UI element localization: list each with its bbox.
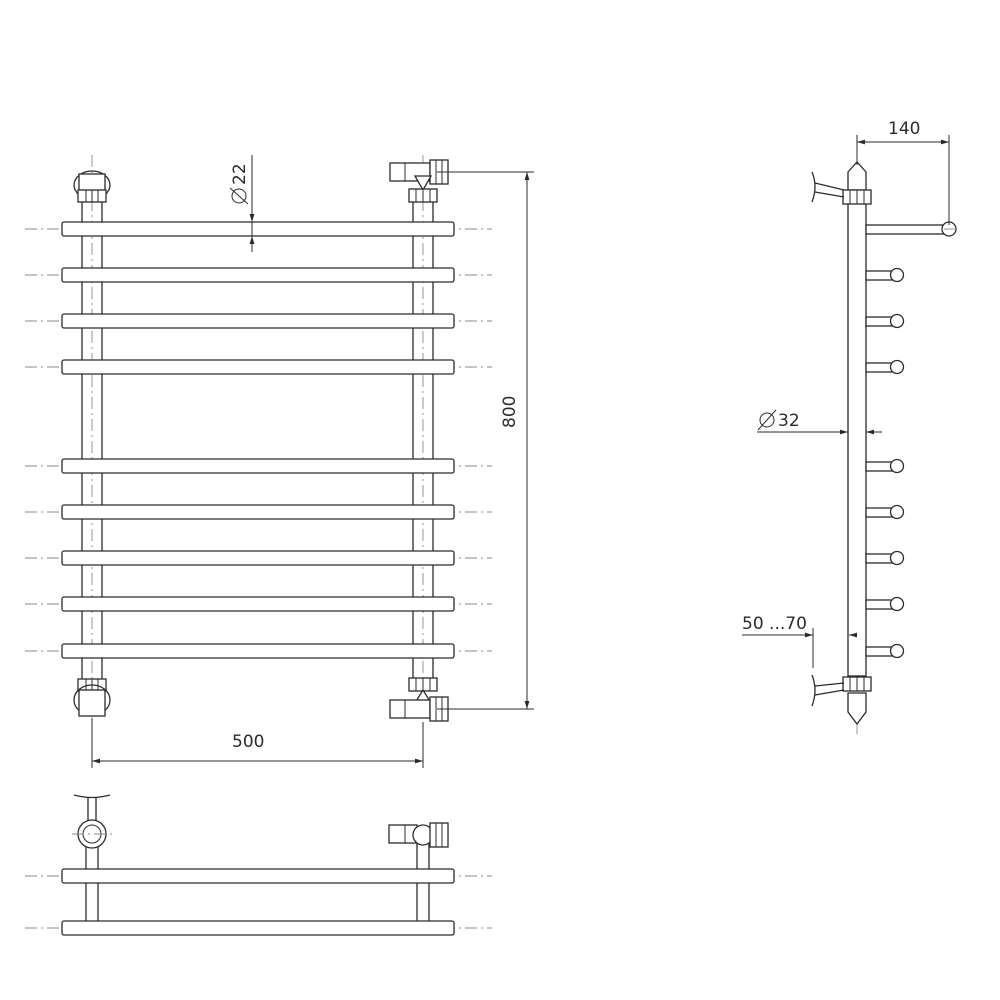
top-view-valve — [388, 822, 449, 848]
depth-label: 140 — [888, 119, 920, 139]
dimension-width: 500 — [91, 718, 424, 768]
front-view: 22 800 500 — [25, 155, 534, 768]
wall-bracket-bottom — [811, 674, 845, 707]
pipe-diameter-label: 32 — [778, 411, 800, 431]
width-label: 500 — [232, 732, 264, 752]
dimension-depth: 140 — [856, 119, 950, 225]
wall-mount-bottom-left — [73, 678, 111, 717]
rail — [61, 267, 455, 283]
bottom-cap — [847, 692, 867, 726]
dimension-wall-gap: 50 ...70 — [742, 614, 857, 668]
valve-bottom-right — [389, 677, 449, 722]
valve-top-right — [389, 159, 449, 203]
rail — [61, 458, 455, 474]
dimension-height: 800 — [437, 171, 534, 710]
top-view-rail-back — [61, 920, 455, 936]
top-cap — [847, 161, 867, 191]
wall-mount-top-left — [73, 170, 111, 203]
rail — [61, 596, 455, 612]
top-view-wall-bracket — [72, 794, 112, 849]
rail — [61, 504, 455, 520]
rail-diameter-label: 22 — [230, 163, 250, 185]
dimension-rail-diameter: 22 — [229, 155, 255, 252]
main-pipe — [847, 202, 867, 677]
top-view-rail-front — [61, 868, 455, 884]
wall-gap-label: 50 ...70 — [742, 614, 807, 634]
height-label: 800 — [500, 396, 520, 428]
rail — [61, 550, 455, 566]
side-rails — [865, 267, 905, 659]
rail — [61, 359, 455, 375]
wall-bracket-top — [811, 171, 845, 203]
top-view — [25, 794, 492, 936]
rail — [61, 313, 455, 329]
rail — [61, 221, 455, 237]
rail — [61, 643, 455, 659]
side-view: 140 32 50 ...70 — [742, 119, 957, 735]
side-rail-long — [865, 224, 947, 235]
dimension-pipe-diameter: 32 — [757, 409, 882, 435]
rails — [61, 221, 455, 659]
